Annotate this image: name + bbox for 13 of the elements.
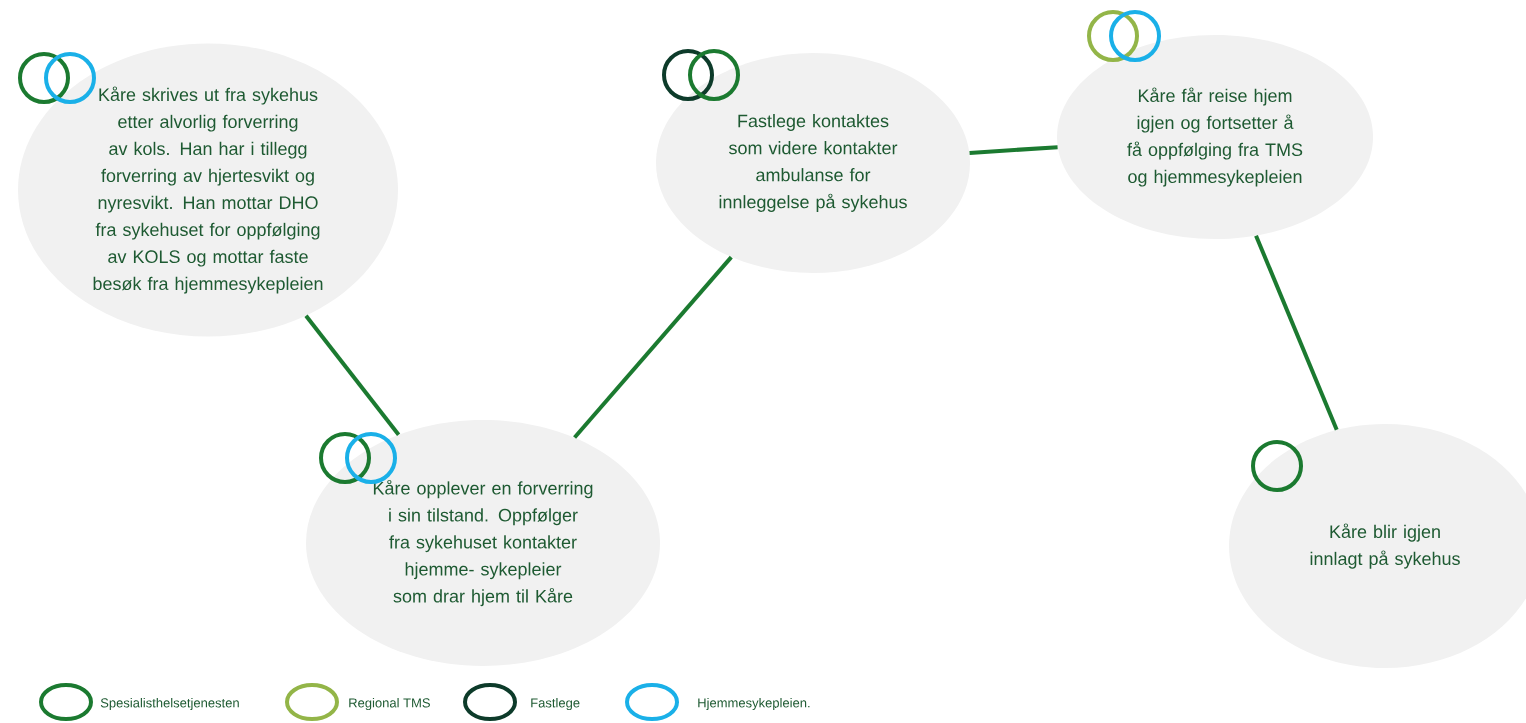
connector-line [1254,234,1339,431]
story-bubble: Kåre blir igjen innlagt på sykehus [1229,424,1526,668]
story-bubble: Fastlege kontaktes som videre kontakter ambulanse for innleggelse på sykehus [656,53,970,273]
connector-line [969,145,1058,155]
connector-line [304,314,401,436]
legend-label: Spesialisthelsetjenesten [100,697,239,711]
connector-line [573,255,733,439]
legend-label: Hjemmesykepleien. [698,697,810,711]
story-bubble: Kåre skrives ut fra sykehus etter alvorlig forverring av kols. Han har i tillegg forverring av hjertesvikt og nyresvikt. Han mottar DHO fra sykehuset for oppfølging av KOLS og mottar faste besøk fra hjemmesykepleien [18,43,398,337]
legend-label: Regional TMS [349,697,430,711]
legend-label: Fastlege [531,697,580,711]
story-bubble: Kåre får reise hjem igjen og fortsetter å få oppfølging fra TMS og hjemmesykepleien [1057,35,1373,239]
story-bubble: Kåre opplever en forverring i sin tilstand. Oppfølger fra sykehuset kontakter hjemme- sykepleier som drar hjem til Kåre [306,420,660,666]
